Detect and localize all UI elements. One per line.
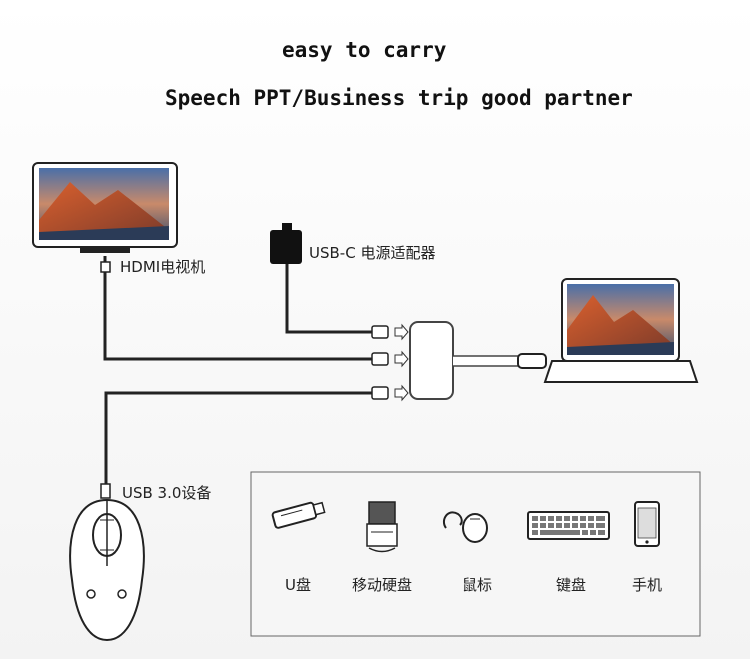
headline: easy to carry: [282, 38, 447, 62]
power-adapter-icon: [270, 223, 302, 264]
subheadline: Speech PPT/Business trip good partner: [165, 86, 633, 110]
tv-icon: [32, 162, 178, 253]
usb-c-power-label: USB-C 电源适配器: [309, 244, 436, 262]
hard-drive-icon: [366, 501, 398, 553]
keyboard-icon: [527, 511, 610, 540]
usb3-device-label: USB 3.0设备: [122, 484, 212, 502]
device-label-usb-drive: U盘: [285, 576, 311, 594]
device-label-mouse: 鼠标: [462, 576, 493, 594]
device-label-hard-drive: 移动硬盘: [352, 576, 413, 594]
device-label-phone: 手机: [632, 576, 663, 594]
device-label-keyboard: 键盘: [556, 576, 587, 594]
usb-drive-icon: [271, 501, 326, 529]
phone-icon: [634, 501, 660, 547]
hdmi-label: HDMI电视机: [120, 258, 206, 276]
usb-c-hub: [409, 321, 547, 400]
mouse-small-icon: [442, 511, 488, 543]
devices-panel: [250, 471, 701, 637]
mouse-icon: [69, 498, 145, 642]
laptop-icon: [543, 278, 699, 383]
plug-connectors: [371, 323, 409, 402]
